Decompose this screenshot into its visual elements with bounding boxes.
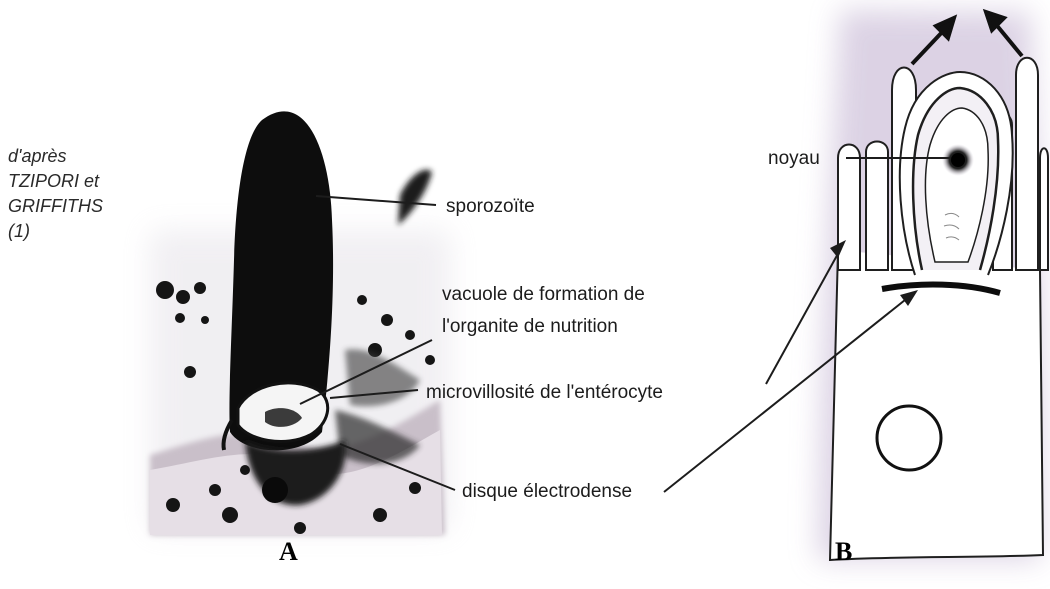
panel-b-schematic xyxy=(818,10,1048,560)
panel-letter-b: B xyxy=(835,537,852,567)
credit-line-3: GRIFFITHS xyxy=(8,194,168,219)
credit-line-2: TZIPORI et xyxy=(8,169,168,194)
label-disque: disque électrodense xyxy=(462,481,632,502)
credit-line-1: d'après xyxy=(8,144,168,169)
parasite xyxy=(900,72,1013,275)
credit-text: d'après TZIPORI et GRIFFITHS (1) xyxy=(8,144,168,244)
label-noyau: noyau xyxy=(768,148,820,169)
panel-letter-a: A xyxy=(279,537,298,567)
panel-a-labels: sporozoïte vacuole de formation de l'org… xyxy=(426,196,663,502)
label-sporozoite: sporozoïte xyxy=(446,196,535,217)
label-vacuole-line1: vacuole de formation de xyxy=(442,284,645,305)
credit-line-4: (1) xyxy=(8,219,168,244)
panel-a-micrograph xyxy=(150,111,450,535)
label-vacuole-line2: l'organite de nutrition xyxy=(442,316,618,337)
label-microvillosite: microvillosité de l'entérocyte xyxy=(426,382,663,403)
